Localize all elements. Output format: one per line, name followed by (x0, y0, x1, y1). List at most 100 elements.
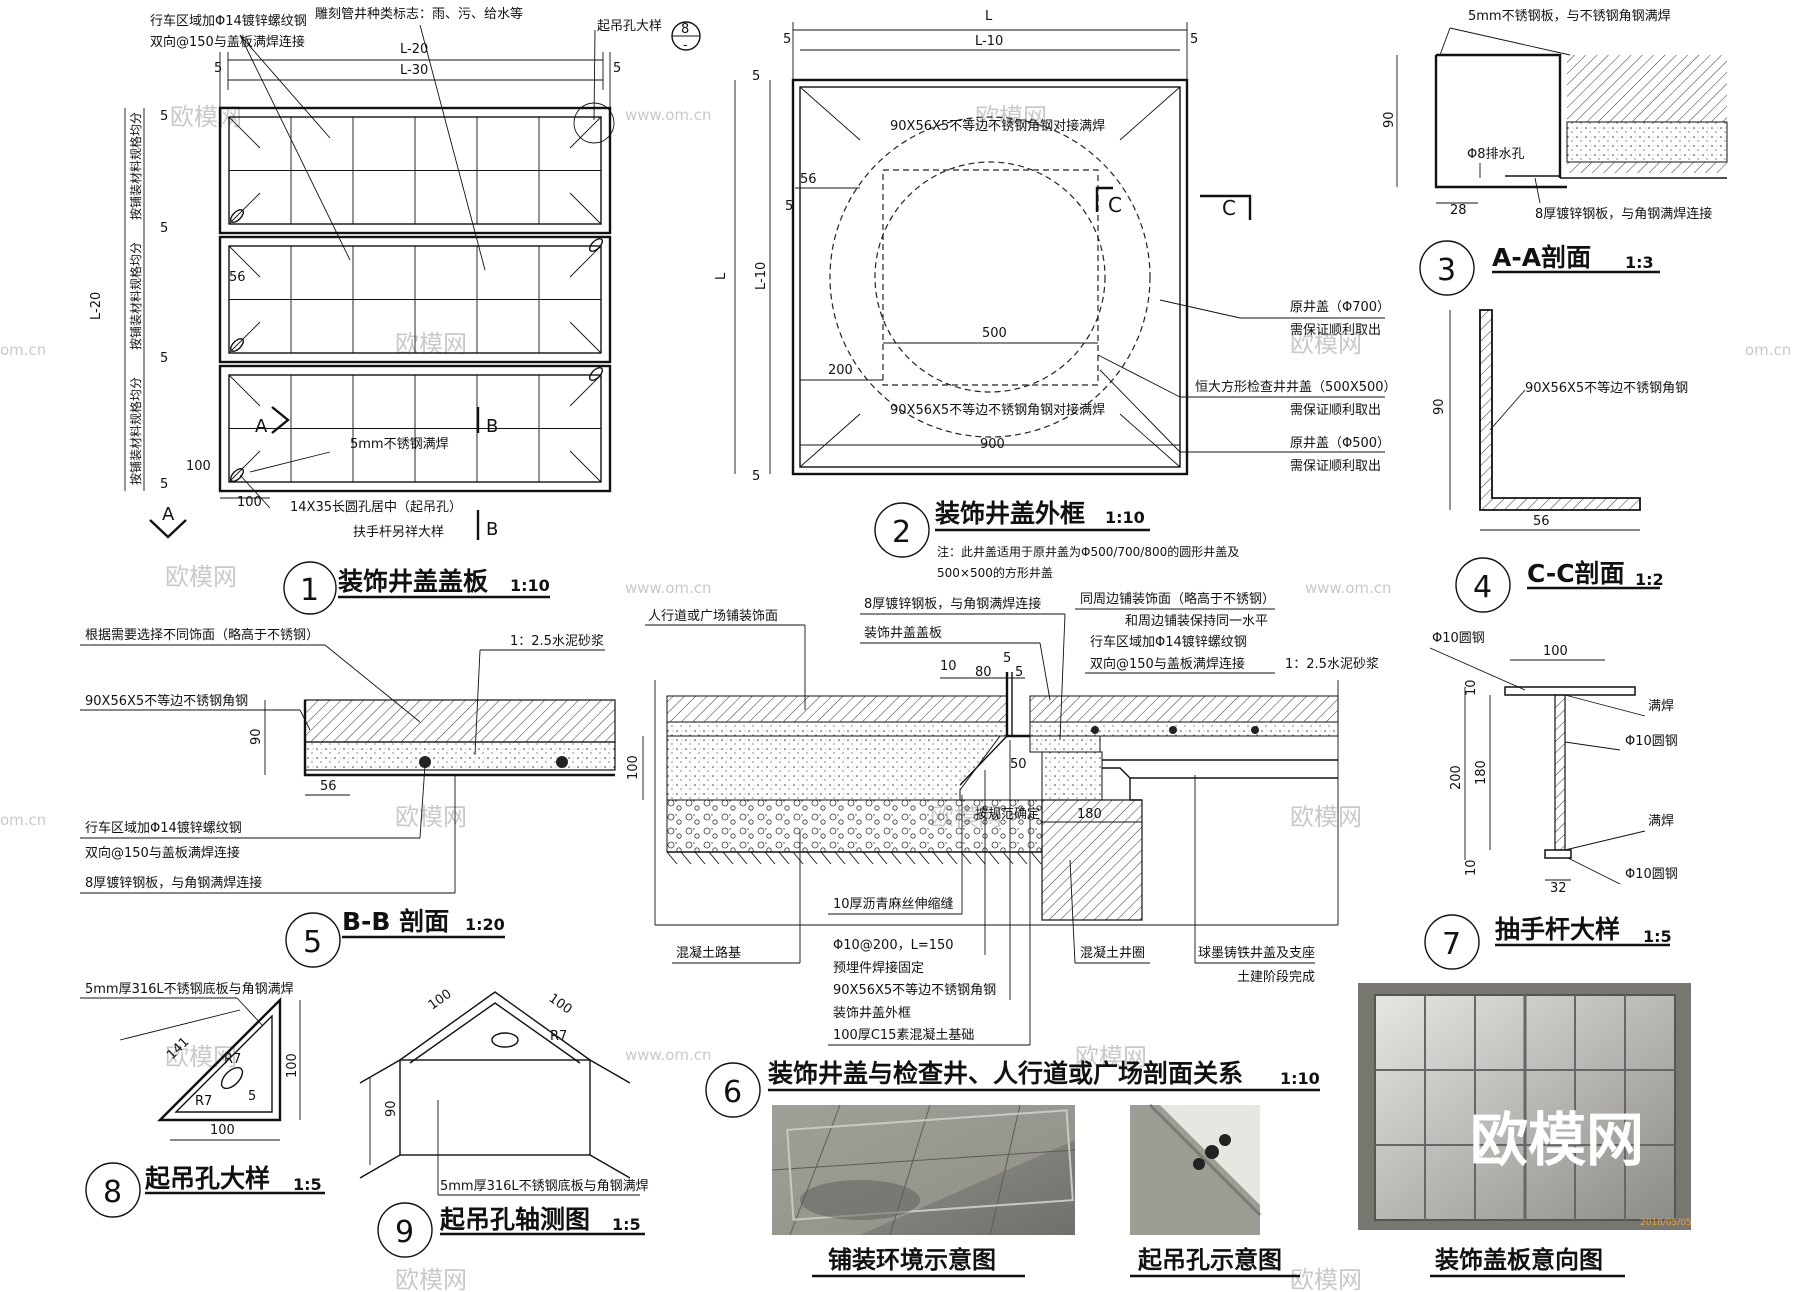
svg-text:1: 1 (300, 573, 319, 608)
svg-text:7: 7 (1442, 927, 1461, 962)
note-plate5: 5mm不锈钢板，与不锈钢角钢满焊 (1468, 8, 1671, 24)
svg-text:5: 5 (1190, 32, 1198, 47)
svg-text:C: C (1222, 196, 1236, 220)
note-handle-bar3: Φ10圆钢 (1625, 867, 1678, 882)
svg-text:100: 100 (237, 495, 262, 510)
svg-text:和周边铺装保持同一水平: 和周边铺装保持同一水平 (1125, 614, 1268, 629)
svg-text:8: 8 (681, 22, 689, 37)
svg-text:1:10: 1:10 (510, 576, 550, 595)
svg-text:80: 80 (975, 665, 992, 680)
svg-text:双向@150与盖板满焊连接: 双向@150与盖板满焊连接 (1090, 656, 1245, 672)
side-note-2: 按铺装材料规格均分 (128, 242, 143, 350)
note-iron: 球墨铸铁井盖及支座 (1198, 945, 1315, 961)
title-8: 起吊孔大样 (145, 1164, 270, 1193)
svg-text:5: 5 (783, 32, 791, 47)
svg-text:www.om.cn: www.om.cn (625, 106, 712, 124)
note-rebar2: 双向@150与盖板满焊连接 (150, 34, 305, 50)
svg-text:1:5: 1:5 (293, 1175, 322, 1194)
svg-text:1:2: 1:2 (1635, 570, 1664, 589)
note-angle-weld-bot: 90X56X5不等边不锈钢角钢对接满焊 (890, 402, 1105, 418)
note-rel-cover: 装饰井盖盖板 (864, 626, 942, 641)
note-road-base: 混凝土路基 (676, 945, 741, 961)
svg-text:200: 200 (828, 363, 853, 378)
note-2-2: 500×500的方形井盖 (937, 565, 1053, 580)
svg-text:100: 100 (426, 987, 455, 1014)
svg-text:5: 5 (752, 69, 760, 84)
svg-text:Φ10@200，L=150: Φ10@200，L=150 (833, 938, 954, 953)
svg-text:6: 6 (723, 1075, 742, 1110)
svg-text:装饰井盖外框: 装饰井盖外框 (833, 1006, 911, 1021)
svg-text:100: 100 (186, 459, 211, 474)
note-cover700: 原井盖（Φ700） (1290, 300, 1390, 315)
title-3: A-A剖面 (1492, 243, 1591, 272)
svg-text:5: 5 (160, 477, 168, 492)
svg-text:L: L (985, 9, 993, 24)
svg-text:100: 100 (1543, 644, 1568, 659)
svg-text:28: 28 (1450, 203, 1467, 218)
svg-text:C: C (1108, 193, 1122, 217)
drawing-2-frame-plan: L L-10 5 5 L L-10 5 5 5 56 500 200 900 9… (714, 9, 1397, 580)
note-weld: 5mm不锈钢满焊 (350, 436, 449, 452)
title-4: C-C剖面 (1527, 559, 1625, 588)
title-6: 装饰井盖与检查井、人行道或广场剖面关系 (768, 1059, 1243, 1088)
svg-text:100: 100 (210, 1123, 235, 1138)
svg-text:1:10: 1:10 (1280, 1069, 1320, 1088)
svg-text:100: 100 (626, 755, 641, 780)
svg-text:双向@150与盖板满焊连接: 双向@150与盖板满焊连接 (85, 845, 240, 861)
svg-text:1:20: 1:20 (465, 915, 505, 934)
watermark-layer: 欧模网 欧模网 欧模网 欧模网 欧模网 欧模网 欧模网 欧模网 欧模网 欧模网 … (0, 103, 1791, 1292)
svg-text:5: 5 (160, 351, 168, 366)
svg-text:1:5: 1:5 (612, 1215, 641, 1234)
note-rebar: 行车区域加Φ14镀锌螺纹钢 (150, 13, 307, 29)
drawing-5-bb-section: 90 56 根据需要选择不同饰面（略高于不锈钢） 1：2.5水泥砂浆 90X56… (80, 627, 616, 968)
svg-text:180: 180 (1474, 760, 1489, 785)
svg-text:90: 90 (249, 728, 264, 745)
svg-text:B: B (486, 519, 498, 540)
svg-text:4: 4 (1473, 570, 1492, 605)
svg-text:2: 2 (892, 515, 911, 550)
svg-text:90X56X5不等边不锈钢角钢: 90X56X5不等边不锈钢角钢 (833, 982, 996, 998)
svg-text:180: 180 (1077, 807, 1102, 822)
svg-text:900: 900 (980, 437, 1005, 452)
svg-text:需保证顺利取出: 需保证顺利取出 (1290, 323, 1381, 338)
note-axo-plate: 5mm厚316L不锈钢底板与角钢满焊 (440, 1178, 649, 1194)
note-bb-plate8: 8厚镀锌钢板，与角钢满焊连接 (85, 875, 262, 891)
svg-text:5: 5 (752, 469, 760, 484)
svg-text:欧模网: 欧模网 (1290, 1266, 1362, 1292)
svg-text:200: 200 (1449, 765, 1464, 790)
note-angle-weld-top: 90X56X5不等边不锈钢角钢对接满焊 (890, 118, 1105, 134)
photo-cover-plate-sample: 欧模网 2018/05/05 装饰盖板意向图 (1358, 983, 1692, 1278)
svg-text:L-10: L-10 (975, 34, 1003, 49)
svg-text:3: 3 (1437, 253, 1456, 288)
drawing-6-relation-section: 100 10 80 5 5 50 180 按规范确定 人行道或广场铺装饰面 8厚… (626, 591, 1379, 1118)
svg-text:R7: R7 (550, 1029, 567, 1044)
svg-text:欧模网: 欧模网 (165, 1043, 237, 1071)
note-handle-bar1: Φ10圆钢 (1432, 631, 1485, 646)
svg-text:90: 90 (1432, 398, 1447, 415)
svg-text:om.cn: om.cn (0, 811, 46, 829)
note-rel-same: 同周边铺装饰面（略高于不锈钢） (1080, 591, 1275, 607)
side-note-3: 按铺装材料规格均分 (128, 377, 143, 485)
note-hole-plate: 5mm厚316L不锈钢底板与角钢满焊 (85, 981, 294, 997)
svg-text:500: 500 (982, 326, 1007, 341)
svg-text:按规范确定: 按规范确定 (975, 807, 1040, 822)
svg-text:土建阶段完成: 土建阶段完成 (1237, 970, 1315, 985)
svg-text:100: 100 (546, 991, 575, 1018)
drawing-8-lifting-hole: 100 100 141 R7 R7 5 5mm厚316L不锈钢底板与角钢满焊 8… (80, 981, 325, 1218)
svg-text:A: A (162, 504, 175, 525)
svg-text:10: 10 (1464, 859, 1479, 876)
svg-text:www.om.cn: www.om.cn (1305, 579, 1392, 597)
svg-text:5: 5 (160, 221, 168, 236)
svg-text:56: 56 (320, 779, 337, 794)
svg-text:50: 50 (1010, 757, 1027, 772)
svg-text:1:10: 1:10 (1105, 508, 1145, 527)
svg-text:5: 5 (303, 925, 322, 960)
svg-text:5: 5 (1003, 651, 1011, 666)
svg-text:1:3: 1:3 (1625, 253, 1654, 272)
note-bb-rebar: 行车区域加Φ14镀锌螺纹钢 (85, 820, 242, 836)
svg-text:www.om.cn: www.om.cn (625, 579, 712, 597)
title-7: 抽手杆大样 (1495, 915, 1620, 944)
svg-text:100厚C15素混凝土基础: 100厚C15素混凝土基础 (833, 1027, 974, 1043)
svg-text:需保证顺利取出: 需保证顺利取出 (1290, 403, 1381, 418)
